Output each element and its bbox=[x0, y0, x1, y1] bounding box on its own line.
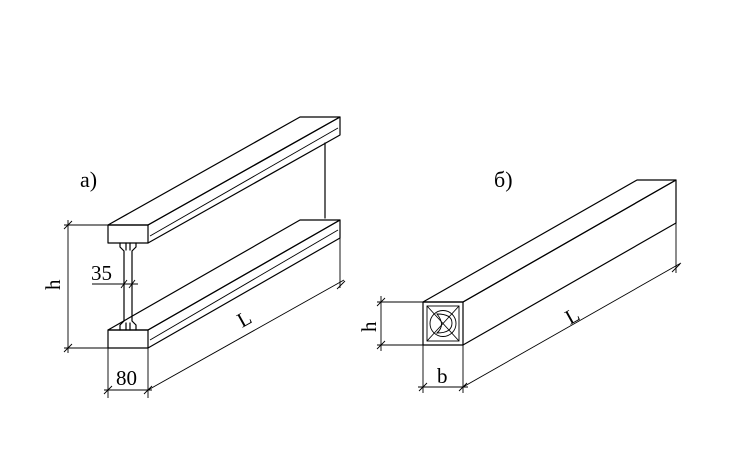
dim-h-a: h bbox=[41, 279, 65, 290]
dim-width-b: b bbox=[437, 364, 448, 388]
web bbox=[119, 142, 326, 331]
dim-length-a: L bbox=[233, 305, 256, 332]
dim-h-b: h bbox=[357, 321, 381, 332]
label-a: а) bbox=[80, 167, 97, 192]
dim-flange: 80 bbox=[116, 366, 137, 390]
dimension-width-b bbox=[418, 345, 468, 393]
dimension-h bbox=[63, 220, 108, 353]
square-bar: б) h b L bbox=[357, 167, 682, 393]
section-symbol bbox=[426, 305, 460, 342]
dimension-length-a bbox=[147, 238, 346, 391]
dim-web: 35 bbox=[91, 261, 112, 285]
label-b: б) bbox=[494, 167, 513, 192]
dim-length-b: L bbox=[561, 302, 584, 329]
i-beam: а) h 35 80 L bbox=[41, 116, 346, 398]
dimension-web bbox=[92, 279, 138, 289]
dimension-length-b bbox=[462, 223, 682, 388]
dimension-h-b bbox=[376, 296, 423, 351]
top-flange bbox=[107, 116, 341, 244]
bottom-flange bbox=[107, 219, 341, 349]
